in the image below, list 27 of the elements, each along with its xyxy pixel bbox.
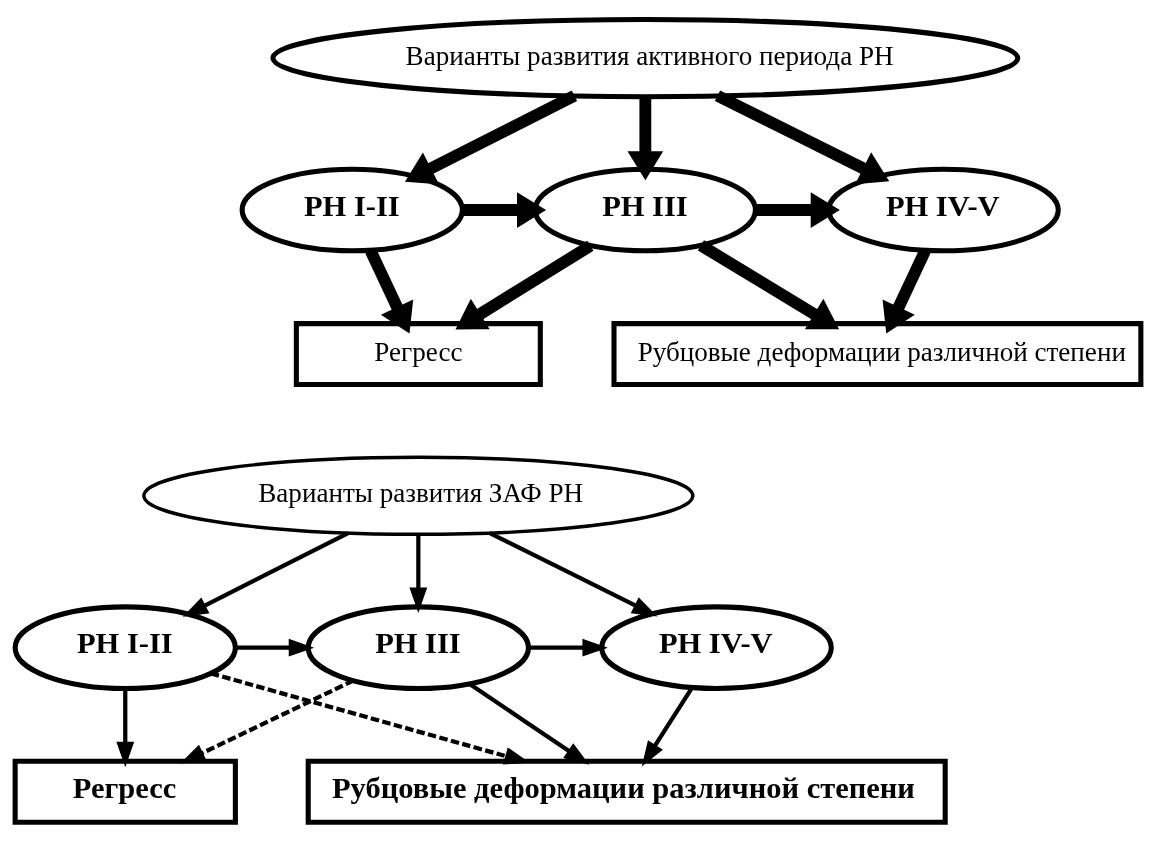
arrow bbox=[697, 239, 840, 329]
arrow bbox=[714, 89, 890, 184]
node-ellipse: РН I-II bbox=[12, 603, 238, 691]
node-box: Регресс bbox=[12, 758, 238, 825]
arrow bbox=[641, 686, 694, 766]
arrow bbox=[462, 191, 547, 228]
node-ellipse: РН I-II bbox=[239, 166, 465, 253]
node-box: Рубцовые деформации различной степени bbox=[611, 320, 1144, 387]
node-box: Рубцовые деформации различной степени bbox=[305, 758, 948, 825]
arrow bbox=[235, 638, 315, 657]
arrow bbox=[488, 530, 658, 617]
arrow bbox=[409, 533, 428, 613]
node-box: Регресс bbox=[293, 320, 543, 387]
arrow bbox=[455, 240, 594, 329]
node-ellipse: РН III bbox=[532, 166, 758, 253]
arrow bbox=[179, 678, 355, 764]
arrow bbox=[627, 96, 664, 180]
node-ellipse: РН IV-V bbox=[826, 166, 1061, 253]
node-ellipse: РН IV-V bbox=[599, 603, 834, 691]
node-ellipse: Варианты развития ЗАФ РН bbox=[142, 455, 695, 536]
arrow bbox=[404, 89, 578, 184]
node-ellipse: Варианты развития активного периода РН bbox=[270, 16, 1021, 99]
arrow bbox=[528, 638, 608, 657]
arrow bbox=[756, 191, 840, 228]
arrow bbox=[182, 530, 350, 617]
node-ellipse: РН III bbox=[305, 603, 531, 691]
arrow bbox=[116, 688, 135, 767]
